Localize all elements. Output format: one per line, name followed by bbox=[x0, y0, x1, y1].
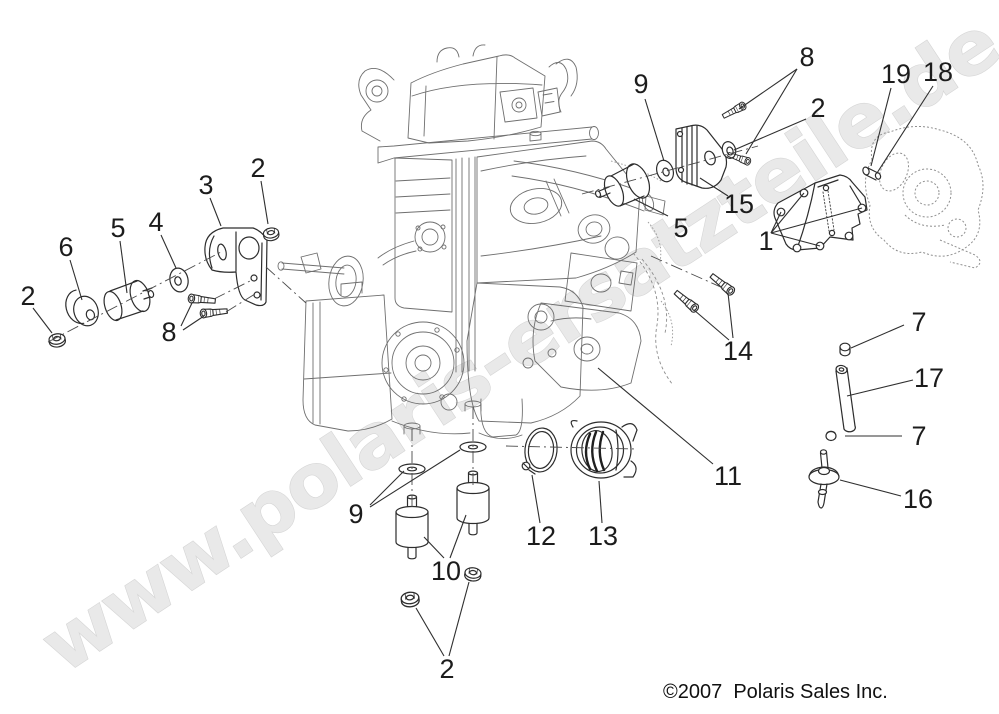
leader-line bbox=[770, 192, 805, 234]
hex-bolt-part-14-a bbox=[708, 271, 737, 298]
hardware-parts bbox=[47, 100, 882, 609]
center-axis-line bbox=[265, 266, 307, 304]
flange-nut-part-2-bottom-a bbox=[399, 590, 421, 609]
leader-line bbox=[733, 118, 807, 151]
leader-line bbox=[727, 292, 734, 339]
callout-label-7: 7 bbox=[911, 307, 926, 337]
leader-line bbox=[598, 480, 603, 524]
callout-label-1: 1 bbox=[758, 226, 773, 256]
leader-line bbox=[745, 68, 798, 155]
leader-line bbox=[32, 307, 53, 334]
callout-label-7: 7 bbox=[911, 421, 926, 451]
leader-line bbox=[738, 68, 798, 110]
leader-line bbox=[839, 479, 902, 497]
leader-line bbox=[644, 98, 665, 162]
callout-label-5: 5 bbox=[673, 213, 688, 243]
leader-line bbox=[209, 197, 222, 227]
callout-label-9: 9 bbox=[348, 499, 363, 529]
leader-line bbox=[69, 259, 83, 301]
washer-bolt-cluster-part-2-top bbox=[721, 141, 753, 167]
center-axes bbox=[47, 145, 759, 507]
leader-line bbox=[119, 240, 128, 294]
washer-part-9-top bbox=[655, 159, 675, 183]
leader-line bbox=[693, 309, 730, 341]
callout-label-2: 2 bbox=[810, 93, 825, 123]
callout-label-2: 2 bbox=[439, 654, 454, 684]
rubber-mount-part-5-left bbox=[103, 279, 155, 322]
spacer-tube-part-17 bbox=[835, 364, 856, 433]
leader-line bbox=[423, 536, 445, 559]
callout-label-8: 8 bbox=[799, 42, 814, 72]
callout-label-19: 19 bbox=[881, 59, 911, 89]
washer-part-4 bbox=[169, 267, 189, 293]
leader-line bbox=[770, 211, 782, 234]
leader-line bbox=[633, 198, 669, 217]
callout-label-4: 4 bbox=[148, 207, 163, 237]
callout-label-17: 17 bbox=[914, 363, 944, 393]
center-axis-line bbox=[650, 255, 724, 289]
leader-line bbox=[597, 367, 714, 465]
callout-label-9: 9 bbox=[633, 69, 648, 99]
callout-label-12: 12 bbox=[526, 521, 556, 551]
leader-line bbox=[415, 607, 445, 657]
callout-label-18: 18 bbox=[923, 57, 953, 87]
engine-bracket-part-3 bbox=[204, 227, 268, 307]
leader-line bbox=[770, 232, 821, 247]
leader-line bbox=[160, 234, 177, 269]
callout-label-14: 14 bbox=[723, 336, 753, 366]
pin-part-19 bbox=[862, 166, 882, 181]
leader-line bbox=[870, 87, 892, 167]
cap-part-7-top bbox=[839, 342, 851, 357]
intake-boot-part-13 bbox=[570, 420, 638, 479]
callout-label-5: 5 bbox=[110, 213, 125, 243]
leader-line bbox=[260, 180, 269, 225]
center-axis-line bbox=[581, 145, 759, 195]
callout-label-10: 10 bbox=[431, 556, 461, 586]
callout-label-3: 3 bbox=[198, 170, 213, 200]
rubber-mount-part-5-top bbox=[594, 163, 651, 207]
callout-label-13: 13 bbox=[588, 521, 618, 551]
callout-label-6: 6 bbox=[58, 232, 73, 262]
copyright-text: ©2007 Polaris Sales Inc. bbox=[663, 681, 888, 703]
callout-label-2: 2 bbox=[250, 153, 265, 183]
cap-part-7-bottom bbox=[825, 430, 837, 442]
leader-line bbox=[699, 177, 729, 197]
leader-line bbox=[876, 85, 934, 174]
flange-nut-part-2-bottom-b bbox=[463, 566, 483, 583]
callout-label-16: 16 bbox=[903, 484, 933, 514]
leader-line bbox=[850, 324, 905, 349]
callout-label-15: 15 bbox=[724, 189, 754, 219]
throttle-body-sketch bbox=[865, 126, 984, 269]
leader-line bbox=[182, 315, 205, 331]
damper-mount-part-16 bbox=[808, 449, 840, 509]
callout-label-8: 8 bbox=[161, 317, 176, 347]
callout-label-2: 2 bbox=[20, 281, 35, 311]
mount-bracket-part-15 bbox=[675, 124, 728, 189]
center-axis-line bbox=[47, 251, 222, 343]
leader-line bbox=[846, 379, 914, 397]
leader-line bbox=[531, 474, 541, 524]
callout-label-11: 11 bbox=[714, 461, 742, 491]
engine-assembly-drawing bbox=[277, 44, 674, 439]
leader-line bbox=[770, 207, 863, 234]
leader-line bbox=[369, 449, 461, 508]
center-axis-line bbox=[213, 279, 253, 300]
leader-line bbox=[448, 581, 470, 657]
leader-line bbox=[449, 514, 467, 559]
center-axis-line bbox=[225, 293, 256, 313]
clamp-part-12 bbox=[521, 427, 558, 475]
hex-bolt-part-8-top bbox=[720, 100, 748, 121]
leader-line bbox=[369, 470, 405, 506]
flange-nut-part-2-bracket bbox=[262, 226, 281, 243]
leader-line bbox=[180, 302, 193, 327]
leader-lines bbox=[32, 68, 934, 657]
